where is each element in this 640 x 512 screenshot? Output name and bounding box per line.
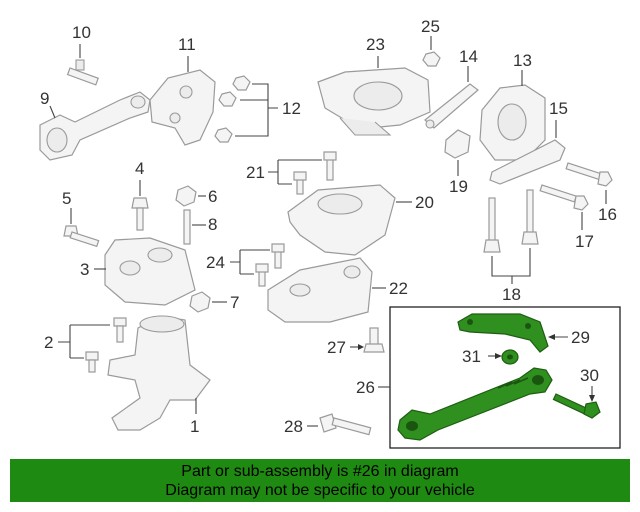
callout-7: 7: [230, 293, 239, 312]
info-banner: Part or sub-assembly is #26 in diagram D…: [10, 459, 630, 502]
part-30-bolt[interactable]: [552, 393, 601, 419]
part-2-bolts[interactable]: [85, 317, 127, 373]
callout-28: 28: [284, 417, 303, 436]
callout-8: 8: [208, 215, 217, 234]
leader-9: [49, 105, 56, 119]
callout-4: 4: [135, 159, 144, 178]
part-22-bracket[interactable]: [267, 257, 373, 323]
part-14-link[interactable]: [424, 83, 479, 129]
callout-17: 17: [575, 232, 594, 251]
callout-29: 29: [571, 328, 590, 347]
callout-2: 2: [44, 333, 53, 352]
banner-line-1: Part or sub-assembly is #26 in diagram: [181, 462, 459, 480]
assembly-26-box: [389, 306, 621, 449]
part-23-mount[interactable]: [317, 67, 431, 136]
callout-23: 23: [366, 35, 385, 54]
part-10-bolt[interactable]: [66, 59, 99, 86]
callout-15: 15: [549, 99, 568, 118]
callout-9: 9: [40, 89, 49, 108]
part-3-bracket[interactable]: [104, 237, 196, 306]
banner-line-2: Diagram may not be specific to your vehi…: [165, 481, 475, 499]
callout-11: 11: [178, 35, 196, 54]
leader-18: [491, 248, 531, 284]
part-18-bolts[interactable]: [483, 189, 539, 253]
part-12-nuts[interactable]: [214, 75, 251, 143]
arrow-30: [589, 395, 595, 402]
part-8-stud[interactable]: [183, 209, 191, 245]
callout-3: 3: [80, 260, 89, 279]
part-17-bolt[interactable]: [539, 184, 589, 211]
part-7-nut[interactable]: [189, 291, 211, 313]
part-4-bolt[interactable]: [131, 197, 149, 231]
arrow-29: [548, 334, 555, 340]
part-26-torque-rod[interactable]: [397, 367, 553, 441]
arrow-31: [495, 353, 502, 359]
part-21-bolts[interactable]: [293, 151, 337, 195]
part-28-bolt[interactable]: [319, 413, 372, 436]
leader-21: [268, 159, 322, 185]
callout-24: 24: [206, 253, 225, 272]
callout-21: 21: [246, 163, 265, 182]
callout-6: 6: [208, 187, 217, 206]
callout-12: 12: [282, 99, 301, 118]
callout-14: 14: [459, 47, 478, 66]
part-15-bracket[interactable]: [489, 139, 566, 185]
callout-31: 31: [462, 347, 481, 366]
callout-22: 22: [389, 279, 408, 298]
leader-2: [58, 324, 110, 359]
callout-26: 26: [356, 378, 375, 397]
callout-10: 10: [72, 23, 91, 42]
callout-5: 5: [62, 189, 71, 208]
part-13-mount[interactable]: [479, 84, 546, 161]
part-20-mount[interactable]: [287, 184, 396, 256]
part-6-nut[interactable]: [175, 185, 197, 207]
part-16-bolt[interactable]: [565, 162, 613, 187]
callout-27: 27: [327, 338, 346, 357]
callout-13: 13: [513, 51, 532, 70]
part-25-nut[interactable]: [422, 51, 441, 67]
part-9-torque-rod[interactable]: [39, 91, 151, 161]
callout-20: 20: [415, 193, 434, 212]
callout-19: 19: [449, 177, 468, 196]
callout-1: 1: [190, 417, 199, 436]
callout-16: 16: [598, 205, 617, 224]
part-19-bushing[interactable]: [444, 129, 471, 159]
callout-25: 25: [421, 17, 440, 36]
callout-18: 18: [502, 285, 521, 304]
part-1-mount[interactable]: [107, 315, 211, 431]
callout-30: 30: [580, 366, 599, 385]
part-5-bolt[interactable]: [63, 225, 100, 248]
arrow-27: [358, 344, 364, 350]
part-24-bolts[interactable]: [255, 243, 285, 287]
leader-24: [230, 249, 270, 275]
leader-12: [235, 83, 278, 137]
part-27-stud[interactable]: [363, 327, 385, 353]
part-31-bushing[interactable]: [501, 349, 519, 365]
part-11-bracket[interactable]: [149, 69, 216, 146]
part-29-bracket[interactable]: [457, 313, 549, 353]
